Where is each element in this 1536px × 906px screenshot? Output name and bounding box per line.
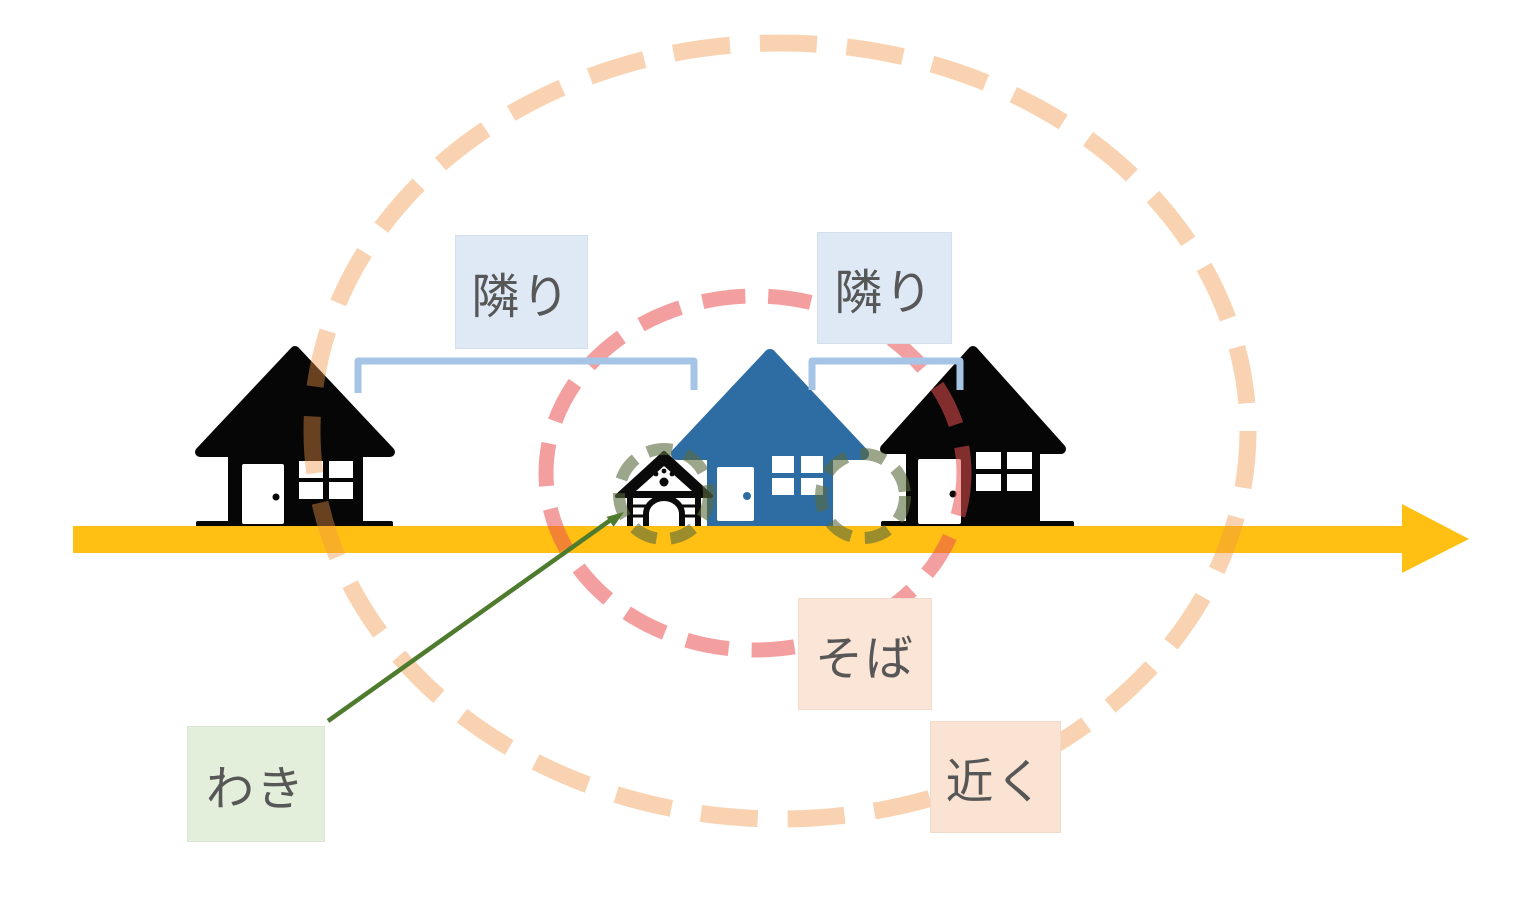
paw-print-icon: [653, 468, 675, 487]
left-house-window: [299, 461, 353, 499]
right-house-window: [976, 452, 1032, 491]
chikaku-text: 近く: [945, 756, 1046, 809]
soba-range-circle: [538, 288, 972, 658]
center-house-icon: [671, 349, 869, 535]
left-house-icon: [195, 346, 395, 532]
tonari-left-text: 隣り: [471, 271, 572, 324]
soba-label: そば: [798, 598, 932, 710]
tonari-bracket-left: [354, 357, 698, 393]
waki-text: わき: [205, 763, 306, 816]
waki-pointer-arrow: [326, 512, 624, 723]
waki-spot-circle-doghouse: [613, 443, 715, 545]
chikaku-label: 近く: [930, 721, 1061, 833]
timeline-arrow: [73, 504, 1469, 573]
waki-spot-circle-right: [815, 448, 911, 544]
waki-label: わき: [187, 726, 325, 842]
center-house-window: [772, 456, 823, 495]
tonari-left-label: 隣り: [455, 235, 588, 349]
chikaku-range-circle: [303, 34, 1257, 828]
soba-text: そば: [814, 633, 915, 686]
tonari-bracket-right: [808, 357, 964, 390]
tonari-right-text: 隣り: [834, 267, 935, 320]
center-house-door: [717, 467, 754, 521]
tonari-right-label: 隣り: [817, 232, 952, 344]
right-house-icon: [880, 346, 1074, 532]
right-house-door: [918, 459, 961, 524]
doghouse-icon: [615, 451, 713, 533]
left-house-door: [242, 464, 284, 524]
